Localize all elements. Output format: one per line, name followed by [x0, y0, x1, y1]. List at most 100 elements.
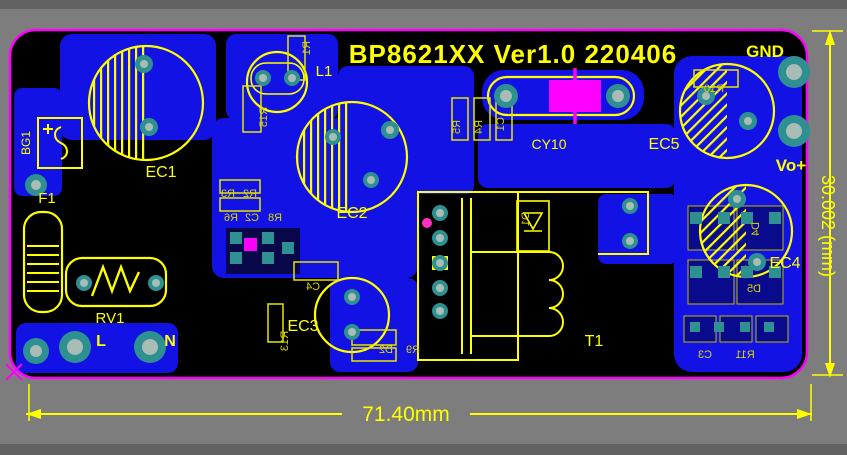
r13-outline: [267, 303, 284, 343]
varistor-rv1[interactable]: [64, 256, 168, 308]
through-hole-pad[interactable]: [728, 190, 746, 208]
height-dim-arrow-bottom: [825, 363, 835, 378]
through-hole-pad[interactable]: [59, 331, 91, 363]
label-d5: D5: [747, 283, 761, 295]
through-hole-pad[interactable]: [148, 275, 164, 291]
through-hole-pad[interactable]: [432, 280, 448, 296]
through-hole-pad[interactable]: [622, 198, 638, 214]
through-hole-pad[interactable]: [697, 87, 715, 105]
through-hole-pad[interactable]: [494, 84, 518, 108]
smd-highlight-pad[interactable]: [244, 238, 257, 251]
capacitor-ec1[interactable]: [87, 44, 205, 162]
through-hole-pad[interactable]: [140, 118, 158, 136]
label-r11: R11: [735, 349, 754, 361]
label-l1: L1: [316, 63, 333, 80]
through-hole-pad[interactable]: [739, 112, 757, 130]
dimension-annotations: 30.002 (mm) 71.40mm: [26, 30, 843, 426]
capacitor-cy10[interactable]: [486, 75, 636, 117]
label-c1: C1: [495, 117, 507, 131]
smd-pad[interactable]: [230, 232, 242, 244]
label-ec3: EC3: [287, 318, 318, 335]
through-hole-pad[interactable]: [622, 233, 638, 249]
label-c4: C4: [306, 281, 320, 293]
r2-outline: [219, 197, 261, 212]
through-hole-pad[interactable]: [255, 70, 271, 86]
label-c3: C3: [698, 349, 712, 361]
label-ec5: EC5: [648, 136, 679, 153]
label-c2: C2: [245, 212, 259, 224]
through-hole-pad[interactable]: [344, 324, 360, 340]
through-hole-pad[interactable]: [432, 303, 448, 319]
label-neutral: N: [164, 333, 176, 350]
through-hole-pad[interactable]: [25, 174, 47, 196]
smd-pad[interactable]: [740, 322, 750, 332]
smd-pad[interactable]: [262, 232, 274, 244]
width-dim-arrow-right: [797, 409, 812, 419]
smd-pad[interactable]: [714, 322, 724, 332]
smd-pad[interactable]: [690, 322, 700, 332]
board-title: BP8621XX Ver1.0 220406: [349, 39, 677, 69]
passive-outlines[interactable]: [219, 35, 739, 362]
smd-pad[interactable]: [718, 212, 730, 224]
smd-pad[interactable]: [690, 212, 702, 224]
r3-outline: [219, 179, 261, 194]
through-hole-pad[interactable]: [606, 84, 630, 108]
label-ec2: EC2: [336, 205, 367, 222]
through-hole-pad[interactable]: [76, 275, 92, 291]
label-d4: D4: [750, 222, 762, 236]
label-line: L: [96, 333, 106, 350]
smd-pad[interactable]: [764, 322, 774, 332]
r4-outline: [473, 97, 491, 141]
through-hole-pad[interactable]: [778, 115, 810, 147]
through-hole-pad[interactable]: [778, 56, 810, 88]
label-r2: R2: [243, 188, 257, 200]
smd-pad[interactable]: [690, 266, 702, 278]
label-r9: R9: [406, 344, 420, 356]
silkscreen-text-top: BP8621XX Ver1.0 220406 GND Vo+ EC1 EC2 E…: [19, 39, 806, 350]
through-hole-pad[interactable]: [363, 172, 379, 188]
transformer-t1[interactable]: [417, 191, 649, 361]
capacitor-ec2[interactable]: [295, 100, 409, 214]
smd-pad[interactable]: [282, 242, 294, 254]
through-hole-pad[interactable]: [432, 205, 448, 221]
through-hole-pad[interactable]: [432, 255, 448, 271]
label-r6: R6: [224, 212, 238, 224]
through-hole-pad[interactable]: [135, 55, 153, 73]
fuse-f1[interactable]: [22, 210, 64, 314]
silkscreen-text-bottom: R1 R15 R3 R2 R6 C2 R8 C4 R13 D2 R9 R5 R4…: [221, 41, 762, 361]
bridge-bg1[interactable]: [37, 117, 83, 169]
label-r13: R13: [279, 331, 291, 351]
diode-d1[interactable]: [516, 200, 550, 252]
smd-pad[interactable]: [769, 266, 781, 278]
c4-outline: [293, 261, 339, 281]
smd-pad[interactable]: [718, 266, 730, 278]
smd-pad[interactable]: [262, 252, 274, 264]
label-gnd: GND: [746, 42, 784, 61]
smd-pad[interactable]: [230, 252, 242, 264]
workspace-edge-top: [0, 0, 847, 9]
inductor-l1[interactable]: [245, 50, 309, 114]
through-hole-pad[interactable]: [381, 121, 399, 139]
smd-pad[interactable]: [769, 212, 781, 224]
height-dim-arrow-top: [825, 30, 835, 45]
smd-pad[interactable]: [741, 266, 753, 278]
through-hole-pad[interactable]: [325, 129, 341, 145]
label-ec4: EC4: [769, 255, 800, 272]
through-hole-pad[interactable]: [134, 331, 166, 363]
through-hole-pad[interactable]: [23, 338, 49, 364]
workspace-edge-bottom: [0, 444, 847, 455]
smd-layer[interactable]: [230, 212, 781, 332]
board-origin-marker: [5, 363, 23, 381]
r10-outline: [693, 69, 739, 88]
r15-outline: [242, 85, 262, 133]
pads-layer[interactable]: [23, 55, 810, 364]
smd-pad[interactable]: [741, 212, 753, 224]
through-hole-pad[interactable]: [344, 289, 360, 305]
label-r3: R3: [221, 188, 235, 200]
through-hole-pad[interactable]: [284, 70, 300, 86]
label-bg1: BG1: [19, 131, 33, 155]
label-d1: D1: [520, 212, 532, 226]
through-hole-pad[interactable]: [432, 230, 448, 246]
